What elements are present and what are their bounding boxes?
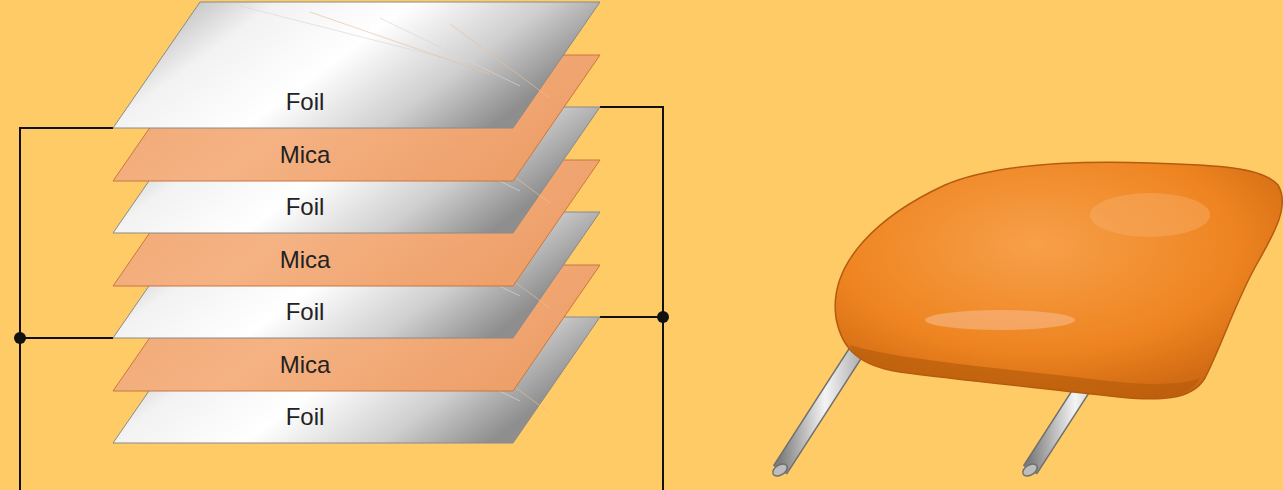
foil-shape bbox=[113, 2, 603, 128]
lead-wire bbox=[662, 317, 664, 490]
layer-label: Mica bbox=[280, 352, 331, 378]
layer-label: Foil bbox=[286, 194, 325, 220]
junction-dot bbox=[14, 332, 26, 344]
foil-plate: Foil bbox=[113, 2, 603, 128]
layer-label: Mica bbox=[280, 247, 331, 273]
layer-label: Mica bbox=[280, 142, 331, 168]
junction-dot bbox=[657, 311, 669, 323]
layer-label: Foil bbox=[286, 89, 325, 115]
capacitor-highlight bbox=[1090, 193, 1210, 237]
layer-label: Foil bbox=[286, 299, 325, 325]
lead-wire bbox=[19, 338, 21, 490]
capacitor-rim bbox=[850, 345, 1200, 399]
connecting-wire bbox=[20, 128, 113, 338]
capacitor-highlight bbox=[925, 310, 1075, 330]
layer-label: Foil bbox=[286, 404, 325, 430]
connecting-wire bbox=[600, 107, 663, 317]
capacitor-body bbox=[835, 162, 1282, 399]
